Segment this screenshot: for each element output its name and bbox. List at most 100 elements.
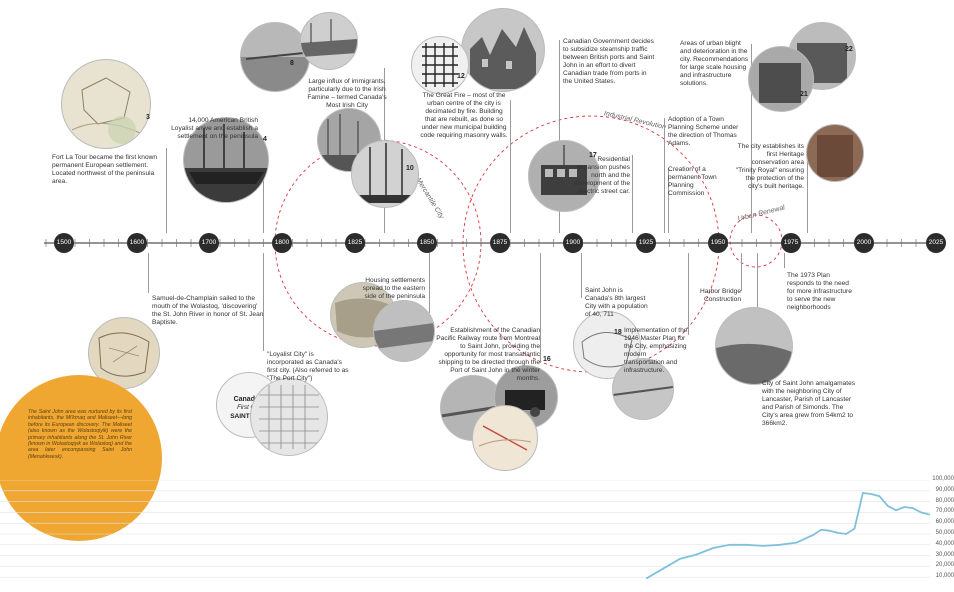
population-point [903, 506, 906, 508]
indigenous-note-text: The Saint John area was nurtured by its … [28, 409, 132, 460]
y-tick-label: 30,000 [935, 551, 954, 558]
population-point [828, 529, 831, 532]
year-1500: 1500 [54, 233, 74, 253]
leader-line [581, 253, 582, 298]
caption-amalgamation: City of Saint John amalgamates with the … [762, 380, 856, 427]
y-tick-label: 40,000 [935, 540, 954, 547]
population-point [862, 492, 864, 494]
svg-text:First City: First City [237, 405, 262, 411]
caption-master-plan: Implementation of the 1946 Master Plan f… [624, 327, 688, 374]
year-1900: 1900 [563, 233, 583, 253]
photo-number: 10 [406, 165, 414, 172]
leader-line [148, 253, 149, 293]
population-point [745, 544, 748, 546]
leader-line [668, 168, 669, 233]
leader-line [664, 118, 665, 233]
population-point [778, 544, 781, 546]
caption-harbor-bridge: Harbor Bridge Construction [699, 288, 741, 303]
leader-line [510, 100, 511, 233]
leader-line [688, 253, 689, 335]
year-1825: 1825 [345, 233, 365, 253]
population-point [712, 547, 714, 549]
year-1800: 1800 [272, 233, 292, 253]
photo-number: 4 [263, 136, 267, 143]
population-chart [0, 480, 931, 580]
population-point [812, 534, 814, 536]
caption-plan-1973: The 1973 Plan responds to the need for m… [787, 272, 852, 311]
streetcar-photo [528, 140, 600, 212]
amalgamation-aerial-photo [715, 307, 793, 385]
year-1925: 1925 [636, 233, 656, 253]
leader-line [632, 155, 633, 233]
y-tick-label: 10,000 [935, 573, 954, 580]
indigenous-note-circle [0, 375, 162, 541]
photo-number: 8 [290, 60, 294, 67]
leader-line [559, 40, 560, 233]
leader-line [166, 148, 167, 233]
population-point [920, 511, 922, 514]
year-1875: 1875 [490, 233, 510, 253]
y-tick-label: 50,000 [935, 530, 954, 536]
leader-line [751, 44, 752, 233]
population-point [928, 513, 931, 516]
population-point [911, 507, 914, 509]
population-point [886, 505, 889, 507]
leader-line [263, 253, 264, 351]
caption-eighth-largest: Saint John is Canada's 8th largest City … [585, 287, 648, 318]
photo-number: 12 [457, 73, 465, 80]
population-point [895, 509, 897, 512]
photo-number: 3 [146, 114, 150, 121]
population-point [662, 567, 665, 570]
ship-photo [183, 117, 269, 203]
tall-ship-photo [351, 140, 419, 208]
population-point [845, 533, 848, 535]
population-point [837, 532, 839, 534]
population-point [729, 544, 731, 546]
caption-commission: Creation of a permanent Town Planning Co… [668, 166, 717, 197]
population-point [795, 541, 798, 544]
photo-number: 17 [589, 152, 597, 159]
caption-steamship: Canadian Government decides to subsidize… [563, 38, 655, 85]
leader-line [263, 138, 264, 233]
year-1600: 1600 [127, 233, 147, 253]
photo-number: 22 [845, 46, 853, 53]
caption-blight: Areas of urban blight and deterioration … [680, 40, 749, 87]
master-plan-aerial-photo [612, 358, 674, 420]
fire-map-photo [411, 36, 469, 94]
photo-number: 18 [614, 329, 622, 336]
caption-fort-la-tour: Fort La Tour became the first known perm… [52, 154, 158, 185]
caption-immigrants: Large influx of immigrants, particularly… [307, 78, 387, 109]
caption-heritage: The city establishes its first Heritage … [735, 143, 804, 190]
population-point [762, 545, 764, 547]
leader-line [807, 145, 808, 233]
leader-line [540, 253, 541, 363]
renewal-era-circle [729, 214, 783, 268]
y-tick-label: 90,000 [935, 486, 954, 493]
population-point [878, 495, 881, 497]
heritage-building-photo [806, 124, 864, 182]
caption-champlain: Samuel-de-Champlain sailed to the mouth … [152, 295, 264, 326]
svg-text:Canada's: Canada's [234, 396, 265, 403]
caption-loyalist-city: "Loyalist City" is incorporated as Canad… [267, 351, 349, 382]
caption-loyalists: 14,000 American British Loyalist arrive … [171, 117, 258, 140]
deteriorated-building-photo [748, 46, 814, 112]
leader-line [429, 253, 430, 313]
leader-line [741, 253, 742, 291]
photo-number: 16 [543, 356, 551, 363]
year-1700: 1700 [199, 233, 219, 253]
year-2000: 2000 [854, 233, 874, 253]
city-plan-photo [250, 378, 328, 456]
year-1950: 1950 [708, 233, 728, 253]
population-point [870, 493, 872, 495]
leader-line [784, 253, 785, 268]
y-tick-label: 60,000 [935, 519, 954, 526]
year-1975: 1975 [781, 233, 801, 253]
aerial-port-photo [373, 300, 435, 362]
y-tick-label: 80,000 [935, 497, 954, 504]
population-point [645, 577, 648, 580]
year-2025: 2025 [926, 233, 946, 253]
year-1850: 1850 [417, 233, 437, 253]
harbour-photo [240, 22, 310, 92]
y-tick-label: 20,000 [935, 562, 954, 569]
